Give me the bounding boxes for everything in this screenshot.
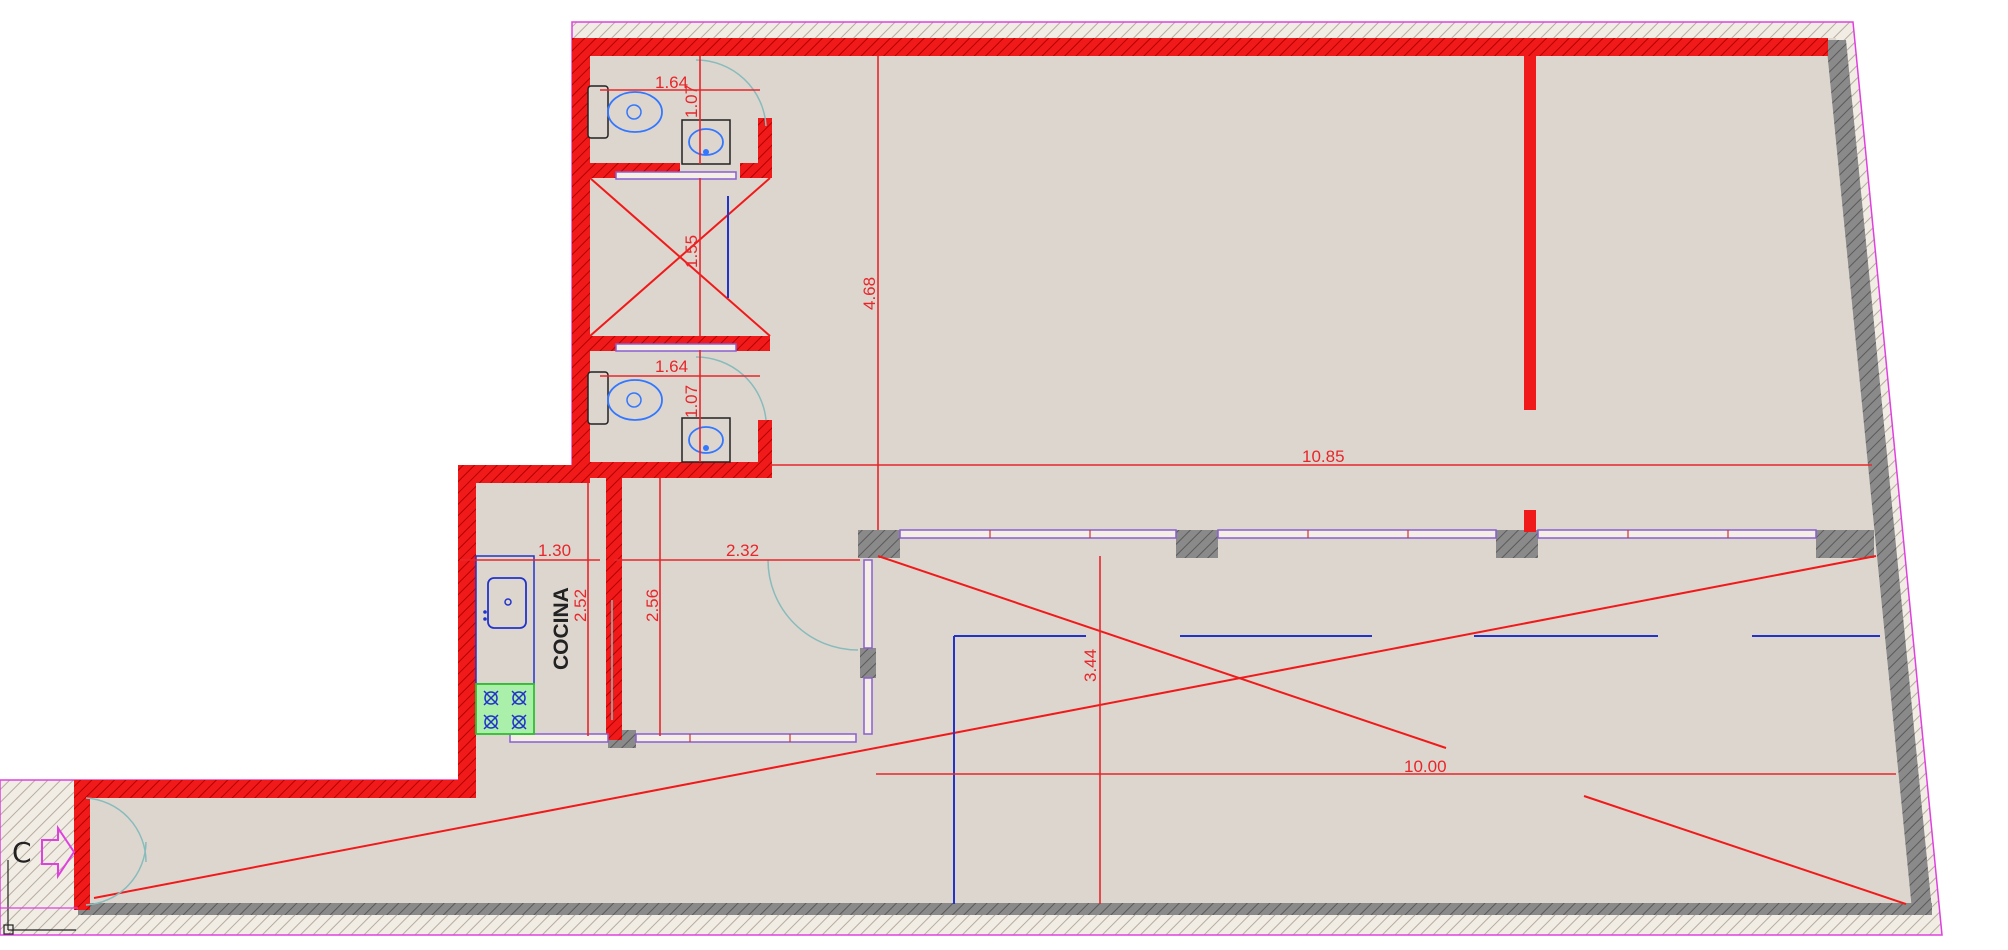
dim-bath-bottom-depth: 1.07 [682, 385, 701, 418]
washbasin-icon [681, 119, 731, 165]
stove-icon [475, 683, 535, 735]
dim-bath-top-depth: 1.07 [682, 85, 701, 118]
dim-office-depth: 4.68 [860, 277, 879, 310]
window-band [509, 171, 1817, 743]
dim-total-width-upper: 10.85 [1302, 447, 1345, 466]
new-walls [74, 38, 1828, 910]
dim-hall-depth: 2.56 [643, 589, 662, 622]
dim-kitchen-width: 1.30 [538, 541, 571, 560]
void-cross-lines [93, 177, 1907, 905]
dim-kitchen-depth: 2.52 [571, 589, 590, 622]
dim-vestibule: 1.55 [682, 235, 701, 268]
door-swing-icon [85, 59, 859, 906]
existing-walls [78, 40, 1932, 915]
dimension-labels: 1.64 1.07 1.55 1.64 1.07 4.68 10.85 1.30… [538, 73, 1447, 776]
projection-lines [727, 196, 1880, 904]
dim-bath-bottom-width: 1.64 [655, 357, 688, 376]
entry-arrow-icon [41, 824, 76, 880]
floor-area [78, 38, 1920, 905]
toilet-icon [587, 371, 663, 425]
dim-total-width-lower: 10.00 [1404, 757, 1447, 776]
dim-bath-top-width: 1.64 [655, 73, 688, 92]
dim-hall-width: 2.32 [726, 541, 759, 560]
room-label-kitchen: COCINA [550, 587, 573, 670]
dim-lower-depth: 3.44 [1081, 649, 1100, 682]
entry-marker: C [0, 824, 78, 935]
washbasin-icon [681, 417, 731, 463]
window-mullions [689, 530, 1729, 742]
sink-icon [483, 577, 527, 629]
dimension-lines [460, 56, 1896, 904]
axis-marker-label: C [12, 836, 32, 869]
toilet-icon [587, 85, 663, 139]
